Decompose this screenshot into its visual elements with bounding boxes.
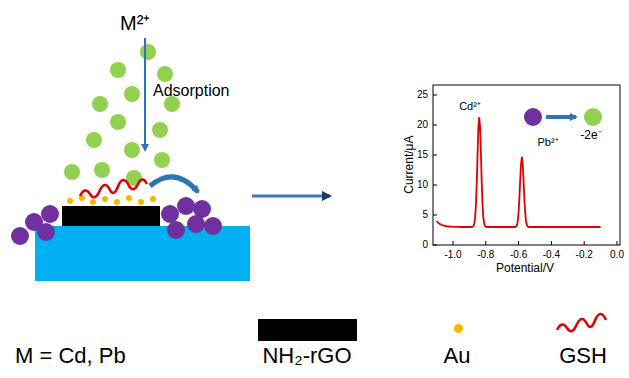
legend-label: Au <box>444 344 471 368</box>
tick <box>453 241 454 245</box>
axis-ticks <box>433 95 617 245</box>
tick <box>433 245 437 246</box>
tick <box>433 95 437 96</box>
tick <box>617 241 618 245</box>
ion-before <box>524 108 542 126</box>
tick-label: 20 <box>417 119 428 130</box>
legend-label: GSH <box>559 344 607 368</box>
ion-after <box>584 108 602 126</box>
definition-label: M = Cd, Pb <box>15 344 126 368</box>
tick-label: -0.4 <box>543 249 560 260</box>
electrode-substrate <box>35 226 250 281</box>
peak-label: Cd²⁺ <box>459 100 481 112</box>
captured-ions <box>11 197 222 245</box>
tick-label: 15 <box>417 149 428 160</box>
gsh-layer <box>80 179 147 197</box>
gold-nanoparticles <box>67 195 156 205</box>
tick-label: -1.0 <box>444 249 461 260</box>
nh2-rgo-layer <box>62 206 160 226</box>
tick-label: -0.6 <box>510 249 527 260</box>
tick-label: 0 <box>422 239 428 250</box>
plot-frame <box>433 85 620 245</box>
legend-label: NH₂-rGO <box>262 344 351 368</box>
tick-label: -0.2 <box>576 249 593 260</box>
tick <box>433 155 437 156</box>
peak-label: Pb²⁺ <box>537 136 558 148</box>
tick-label: -0.8 <box>477 249 494 260</box>
legend-gsh-sample <box>557 314 606 331</box>
process-arrow <box>252 195 330 198</box>
curved-arrow <box>150 177 198 192</box>
tick <box>485 241 486 245</box>
electron-label: -2e⁻ <box>580 129 601 142</box>
ion-label: M²⁺ <box>120 12 150 34</box>
metal-ions <box>64 44 180 186</box>
tick-label: 25 <box>417 89 428 100</box>
axis-title: Current/μA <box>402 136 415 194</box>
axis-title: Potential/V <box>496 262 554 275</box>
process-label: Adsorption <box>153 82 230 100</box>
tick <box>433 125 437 126</box>
tick <box>551 241 552 245</box>
legend-swatch <box>258 319 357 341</box>
tick-label: 5 <box>422 209 428 220</box>
tick <box>433 215 437 216</box>
tick <box>433 185 437 186</box>
voltammogram-curve <box>437 117 601 227</box>
tick-label: 10 <box>417 179 428 190</box>
legend-swatch <box>454 324 463 333</box>
tick <box>584 241 585 245</box>
adsorption-arrow <box>144 38 146 150</box>
tick <box>518 241 519 245</box>
tick-label: 0.0 <box>610 249 624 260</box>
stripping-arrow <box>546 115 576 119</box>
